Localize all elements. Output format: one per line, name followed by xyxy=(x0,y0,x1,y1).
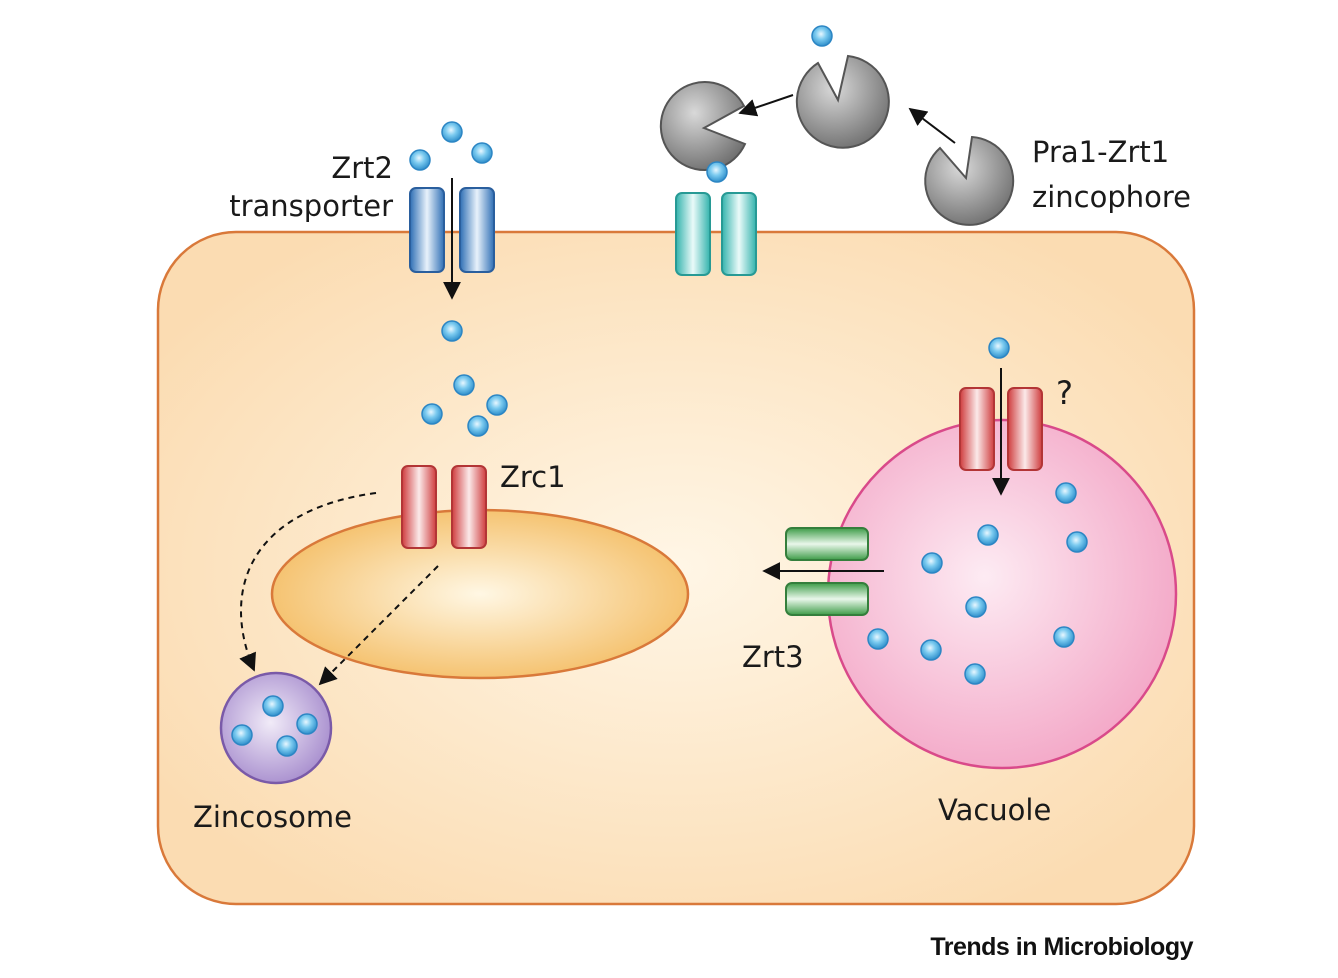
zinc-ion xyxy=(965,596,987,618)
zinc-ion xyxy=(441,320,463,342)
zincophore-arrow-2 xyxy=(738,94,794,117)
zinc-ion xyxy=(262,695,284,717)
zinc-ion xyxy=(811,25,833,47)
zinc-ion xyxy=(231,724,253,746)
zrt1-transporter xyxy=(675,192,757,276)
zrt2-label-line2: transporter xyxy=(229,189,393,223)
zinc-ion xyxy=(441,121,463,143)
zrt3-label: Zrt3 xyxy=(742,640,804,674)
zinc-ion xyxy=(1066,531,1088,553)
zrt3-transporter xyxy=(785,527,869,616)
zrt2-label-line1: Zrt2 xyxy=(331,151,393,185)
zinc-ion xyxy=(920,639,942,661)
zrt2-transporter xyxy=(409,187,495,273)
pra1-zincophore-left xyxy=(659,81,747,172)
er-to-zincosome-arrow xyxy=(318,565,439,686)
zrc1-transporter xyxy=(401,465,487,549)
vacuolar-importer xyxy=(959,387,1043,471)
journal-footer: Trends in Microbiology xyxy=(930,933,1193,961)
zinc-ion xyxy=(988,337,1010,359)
pra1-label-line2: zincophore xyxy=(1032,180,1191,214)
pra1-label-line1: Pra1-Zrt1 xyxy=(1032,135,1169,169)
zincosome xyxy=(219,671,333,785)
zrc1-label: Zrc1 xyxy=(500,460,566,494)
zinc-ion xyxy=(867,628,889,650)
zincophore-arrow-1 xyxy=(908,107,956,144)
zinc-ion xyxy=(706,161,728,183)
zinc-ion xyxy=(964,663,986,685)
zinc-ion xyxy=(409,149,431,171)
zinc-ion xyxy=(421,403,443,425)
zinc-ions xyxy=(231,25,1088,757)
zinc-ion xyxy=(276,735,298,757)
zinc-ion xyxy=(921,552,943,574)
question-mark: ? xyxy=(1056,374,1073,412)
zinc-ion xyxy=(296,713,318,735)
zinc-ion xyxy=(977,524,999,546)
pra1-zincophore-right xyxy=(924,135,1015,226)
zinc-ion xyxy=(467,415,489,437)
zinc-ion xyxy=(1055,482,1077,504)
zinc-ion xyxy=(471,142,493,164)
pra1-zincophore-top xyxy=(795,54,890,149)
zrc1-to-zincosome-arrow xyxy=(239,492,377,672)
zinc-ion xyxy=(486,394,508,416)
zinc-ion xyxy=(1053,626,1075,648)
vacuole-label: Vacuole xyxy=(938,793,1051,827)
zincosome-label: Zincosome xyxy=(193,800,352,834)
zinc-ion xyxy=(453,374,475,396)
